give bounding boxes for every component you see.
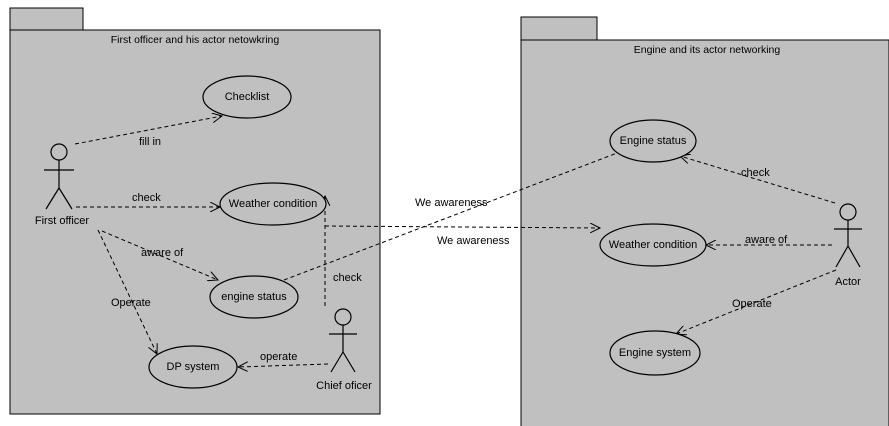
edges: fill in check aware of Operate operate c… xyxy=(74,116,837,367)
edge-fill-in[interactable] xyxy=(74,116,222,145)
package-body xyxy=(520,39,889,426)
edge-we-awareness-engine[interactable] xyxy=(283,149,626,281)
actor-first-officer[interactable]: First officer xyxy=(35,143,90,227)
edge-actor-check-engine[interactable] xyxy=(680,156,836,204)
edge-label-operate: Operate xyxy=(732,298,772,310)
actor-label: Actor xyxy=(835,276,861,288)
use-case-label: engine status xyxy=(221,291,287,303)
edge-label-check: check xyxy=(132,192,161,204)
package-tab xyxy=(520,16,598,41)
package-title: First officer and his actor netowkring xyxy=(111,34,280,46)
use-case-ellipse xyxy=(219,182,327,226)
use-case-engine-status-left[interactable]: engine status xyxy=(209,275,299,319)
use-case-label: Engine system xyxy=(619,347,691,359)
edge-label-operate: Operate xyxy=(111,297,151,309)
use-case-label: Engine status xyxy=(620,135,687,147)
edge-label-fill-in: fill in xyxy=(139,136,161,148)
use-case-ellipse xyxy=(202,75,292,119)
actor-chief-officer[interactable]: Chief oficer xyxy=(316,308,372,392)
use-case-checklist[interactable]: Checklist xyxy=(202,75,292,119)
use-case-ellipse xyxy=(609,330,701,376)
use-case-weather-condition-right[interactable]: Weather condition xyxy=(599,223,707,267)
package-tab xyxy=(9,7,84,31)
actor-actor[interactable]: Actor xyxy=(834,203,862,288)
edge-label-we-awareness: We awareness xyxy=(415,197,488,209)
use-case-label: Weather condition xyxy=(229,198,317,210)
use-case-label: Checklist xyxy=(225,91,270,103)
stick-figure-icon xyxy=(44,143,74,210)
package-title: Engine and its actor networking xyxy=(634,44,781,56)
stick-figure-icon xyxy=(834,203,862,268)
use-case-label: Weather condition xyxy=(609,239,697,251)
edge-chief-operate-dp[interactable] xyxy=(238,364,329,367)
edge-actor-operate-engine[interactable] xyxy=(676,269,837,334)
edge-operate-dp[interactable] xyxy=(97,229,157,354)
use-case-engine-status-right[interactable]: Engine status xyxy=(609,119,697,163)
edge-we-awareness-weather[interactable] xyxy=(324,226,600,228)
use-case-engine-system[interactable]: Engine system xyxy=(609,330,701,376)
edge-label-check: check xyxy=(741,167,770,179)
edge-label-aware-of: aware of xyxy=(745,234,788,246)
use-case-weather-condition-left[interactable]: Weather condition xyxy=(219,182,327,226)
edge-label-aware-of: aware of xyxy=(141,247,184,259)
use-case-ellipse xyxy=(599,223,707,267)
use-case-ellipse xyxy=(609,119,697,163)
use-case-label: DP system xyxy=(167,361,220,373)
package-engine[interactable]: Engine and its actor networking xyxy=(520,16,889,426)
edge-label-check: check xyxy=(333,272,362,284)
edge-label-operate: operate xyxy=(260,351,297,363)
actor-label: First officer xyxy=(35,215,90,227)
use-case-ellipse xyxy=(148,345,238,389)
use-case-ellipse xyxy=(209,275,299,319)
stick-figure-icon xyxy=(329,308,357,373)
actor-label: Chief oficer xyxy=(316,380,372,392)
use-case-dp-system[interactable]: DP system xyxy=(148,345,238,389)
edge-label-we-awareness: We awareness xyxy=(437,235,510,247)
